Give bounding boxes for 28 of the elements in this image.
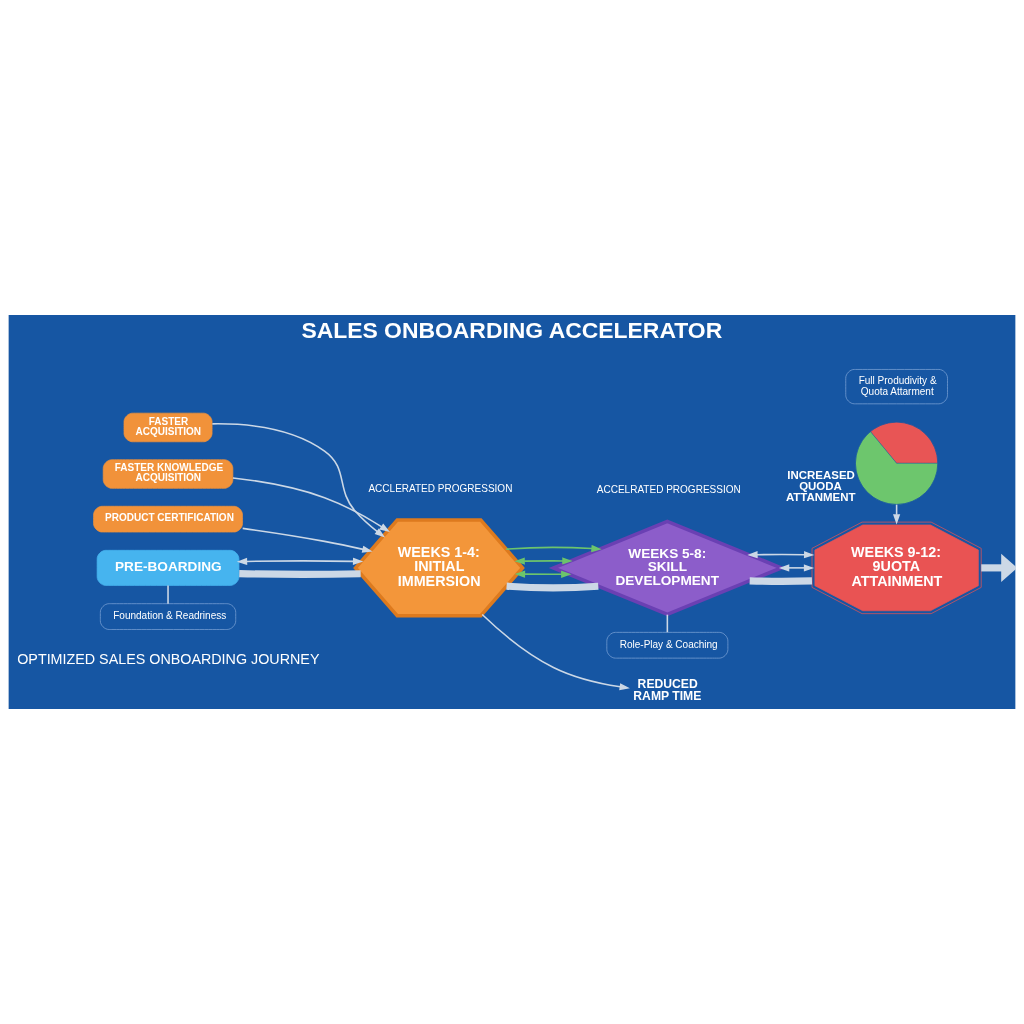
diagram-title: SALES ONBOARDING ACCELERATOR xyxy=(301,317,723,344)
arrow xyxy=(211,423,386,538)
arrow xyxy=(747,551,815,559)
node-label: INCREASED QUODA ATTANMENT xyxy=(785,468,856,504)
node-box: PRE-BOARDING xyxy=(96,549,240,586)
node-box: FASTER KNOWLEDGE ACQUISITION xyxy=(102,459,234,489)
connector xyxy=(167,584,169,605)
arrow xyxy=(778,564,815,572)
label: ACCELRATED PROGRESSION xyxy=(596,484,741,496)
arrow xyxy=(232,477,390,532)
arrow xyxy=(241,527,373,553)
connector xyxy=(239,570,361,578)
arrow xyxy=(514,557,573,565)
node-box: PRODUCT CERTIFICATION xyxy=(93,505,243,533)
node-box: FASTER ACQUISITION xyxy=(123,412,213,443)
connector xyxy=(506,582,599,592)
node-text: REDUCED RAMP TIME xyxy=(633,676,702,704)
node-box: Foundation & Readriness xyxy=(99,603,237,630)
node-diamond: WEEKS 5-8: SKILL DEVELOPMENT xyxy=(548,519,786,617)
arrow xyxy=(505,544,602,553)
node-box: Full Produdivity & Quota Attarment xyxy=(845,369,948,405)
label: ACCLERATED PROGRESSION xyxy=(368,482,513,494)
arrow xyxy=(514,570,572,578)
arrow xyxy=(481,613,630,691)
connector xyxy=(749,577,813,585)
arrow xyxy=(236,557,364,566)
node-box: Role-Play & Coaching xyxy=(606,632,729,659)
label: OPTIMIZED SALES ONBOARDING JOURNEY xyxy=(17,650,320,667)
